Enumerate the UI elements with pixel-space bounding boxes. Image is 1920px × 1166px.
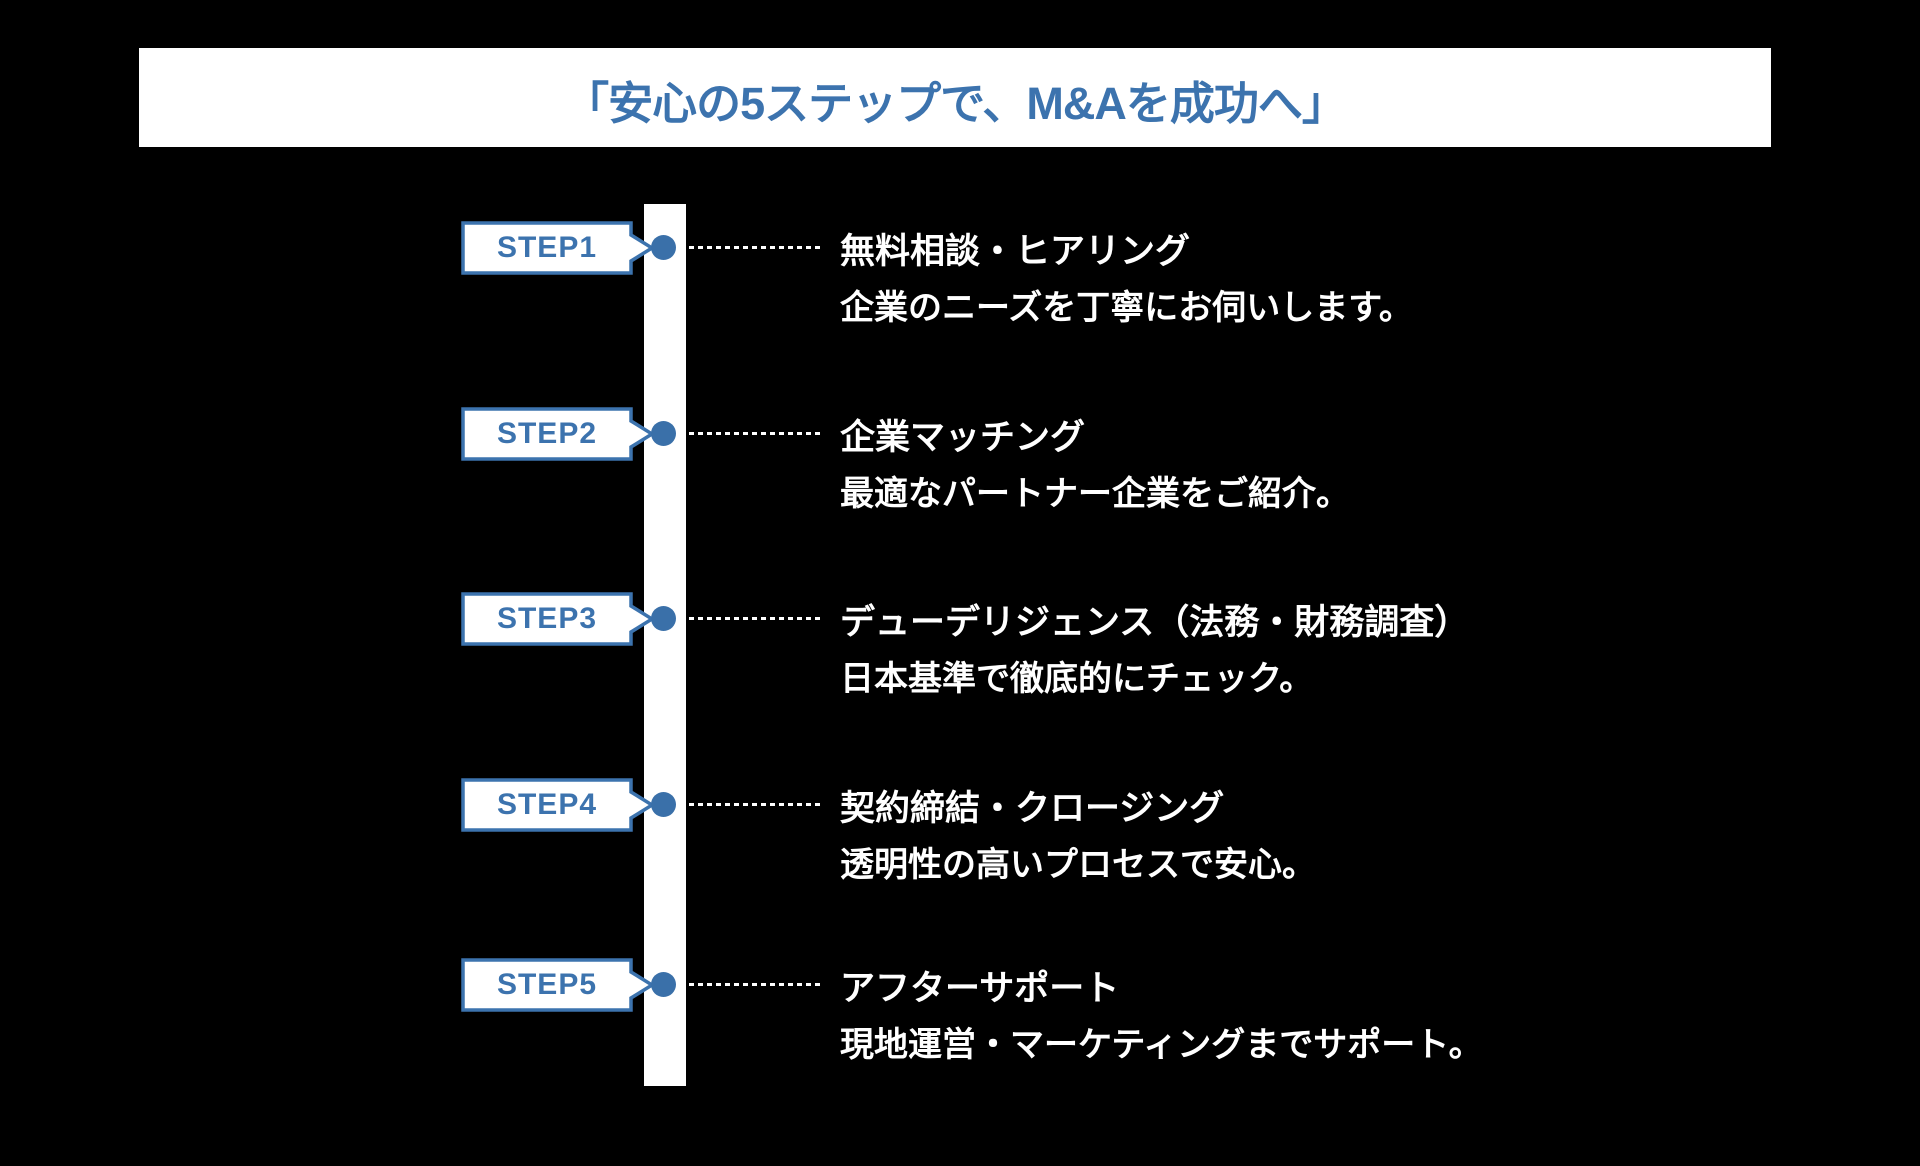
- step-callout-shape: [461, 407, 656, 461]
- step-row-3: STEP3 デューデリジェンス（法務・財務調査） 日本基準で徹底的にチェック。: [0, 554, 1920, 698]
- dotted-connector: [689, 432, 824, 435]
- step-description: 日本基準で徹底的にチェック。: [840, 659, 1314, 698]
- step-callout-shape: [461, 778, 656, 832]
- step-callout-shape: [461, 592, 656, 646]
- step-row-2: STEP2 企業マッチング 最適なパートナー企業をご紹介。: [0, 369, 1920, 513]
- step-description: 現地運営・マーケティングまでサポート。: [840, 1025, 1483, 1064]
- step-label: STEP3: [496, 602, 598, 635]
- step-title: デューデリジェンス（法務・財務調査）: [840, 602, 1470, 642]
- step-description: 最適なパートナー企業をご紹介。: [840, 474, 1350, 513]
- timeline-dot: [651, 235, 676, 260]
- timeline-dot: [651, 792, 676, 817]
- step-title: アフターサポート: [840, 968, 1120, 1008]
- step-row-5: STEP5 アフターサポート 現地運営・マーケティングまでサポート。: [0, 920, 1920, 1064]
- step-label: STEP5: [496, 968, 598, 1001]
- step-row-1: STEP1 無料相談・ヒアリング 企業のニーズを丁寧にお伺いします。: [0, 183, 1920, 327]
- timeline-dot: [651, 972, 676, 997]
- step-description: 透明性の高いプロセスで安心。: [840, 845, 1316, 884]
- step-row-4: STEP4 契約締結・クロージング 透明性の高いプロセスで安心。: [0, 740, 1920, 884]
- step-label: STEP1: [496, 231, 598, 264]
- timeline-dot: [651, 421, 676, 446]
- dotted-connector: [689, 617, 824, 620]
- step-callout-shape: [461, 221, 656, 275]
- step-description: 企業のニーズを丁寧にお伺いします。: [840, 288, 1413, 327]
- page-title: 「安心の5ステップで、M&Aを成功へ」: [564, 78, 1347, 129]
- step-title: 企業マッチング: [840, 417, 1086, 457]
- timeline-bar: [644, 204, 686, 1086]
- step-callout-shape: [461, 958, 656, 1012]
- step-title: 契約締結・クロージング: [840, 788, 1225, 828]
- step-label: STEP2: [496, 417, 598, 450]
- header-banner: 「安心の5ステップで、M&Aを成功へ」: [139, 48, 1771, 147]
- dotted-connector: [689, 803, 824, 806]
- dotted-connector: [689, 983, 824, 986]
- step-title: 無料相談・ヒアリング: [840, 231, 1191, 271]
- step-label: STEP4: [496, 788, 598, 821]
- timeline-dot: [651, 606, 676, 631]
- dotted-connector: [689, 246, 824, 249]
